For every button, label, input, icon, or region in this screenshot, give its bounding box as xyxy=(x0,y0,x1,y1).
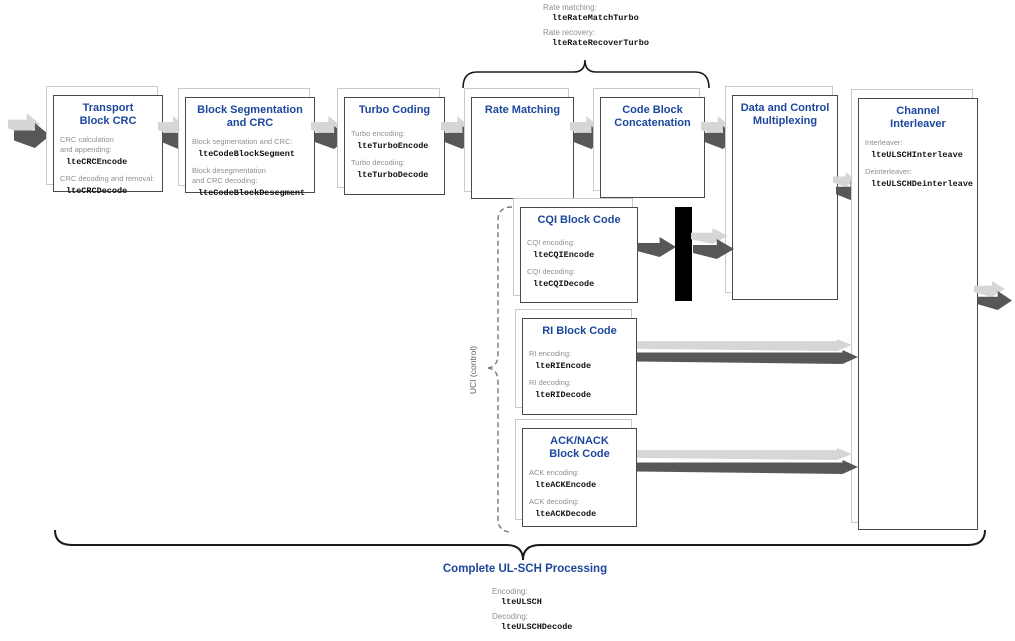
rate-recovery-label: Rate recovery: xyxy=(543,28,596,37)
box-label: CRC calculation and appending: xyxy=(60,135,114,155)
box-ri-block-code: RI Block Code RI encoding: lteRIEncode R… xyxy=(515,309,637,415)
arrow-right-dark-icon xyxy=(637,350,858,364)
rate-matching-annotation: Rate matching: lteRateMatchTurbo Rate re… xyxy=(543,3,649,53)
box-label: Block desegmentation and CRC decoding: xyxy=(192,166,266,185)
function-name: lteTurboEncode xyxy=(357,140,429,151)
function-name: lteACKDecode xyxy=(535,508,597,519)
decoding-label: Decoding: xyxy=(492,612,529,621)
function-name: lteACKEncode xyxy=(535,480,597,491)
box-title: Channel Interleaver xyxy=(890,105,946,131)
function-name: lteRIEncode xyxy=(535,360,592,371)
function-name: lteRIDecode xyxy=(535,389,592,400)
arrow-right-dark-icon xyxy=(637,460,858,474)
uci-control-label: UCI (control) xyxy=(468,345,478,395)
function-name: lteCQIEncode xyxy=(533,249,595,260)
box-transport-block-crc: Transport Block CRC CRC calculation and … xyxy=(46,86,163,196)
function-name: lteULSCHInterleave xyxy=(871,150,963,161)
ulsch-processing-brace-icon xyxy=(54,529,986,561)
rate-recovery-function: lteRateRecoverTurbo xyxy=(552,38,649,48)
input-arrow-icon xyxy=(8,113,53,149)
ulsch-functions-annotation: Encoding: lteULSCH Decoding: lteULSCHDec… xyxy=(492,587,572,637)
box-label: Turbo decoding: xyxy=(351,157,405,167)
box-cqi-block-code: CQI Block Code CQI encoding: lteCQIEncod… xyxy=(513,198,638,303)
box-ack-nack-block-code: ACK/NACK Block Code ACK encoding: lteACK… xyxy=(515,419,637,527)
box-title: Block Segmentation and CRC xyxy=(197,104,303,130)
function-name: lteCRCEncode xyxy=(66,156,128,167)
encoding-label: Encoding: xyxy=(492,587,528,596)
arrow-pair-icon xyxy=(691,228,735,260)
output-arrow-icon xyxy=(974,281,1014,311)
box-title: Transport Block CRC xyxy=(79,102,137,128)
ack-arrow-icon xyxy=(637,448,859,476)
box-rate-matching: Rate Matching xyxy=(464,88,574,199)
rate-matching-label: Rate matching: xyxy=(543,3,597,12)
box-title: Data and Control Multiplexing xyxy=(740,102,830,128)
box-title: CQI Block Code xyxy=(537,214,621,226)
box-data-control-multiplexing: Data and Control Multiplexing xyxy=(725,86,838,300)
box-label: ACK encoding: xyxy=(529,468,580,478)
box-block-segmentation-crc: Block Segmentation and CRC Block segment… xyxy=(178,88,315,198)
box-label: CQI decoding: xyxy=(527,266,575,276)
box-code-block-concatenation: Code Block Concatenation xyxy=(593,88,705,198)
arrow-right-light-icon xyxy=(637,448,852,460)
function-name: lteCodeBlockSegment xyxy=(198,149,295,160)
box-channel-interleaver: Channel Interleaver Interleaver: lteULSC… xyxy=(851,89,978,530)
box-label: RI decoding: xyxy=(529,377,572,387)
box-turbo-coding: Turbo Coding Turbo encoding: lteTurboEnc… xyxy=(337,88,445,195)
box-label: RI encoding: xyxy=(529,349,572,359)
arrow-right-dark-icon xyxy=(637,237,676,257)
box-label: CQI encoding: xyxy=(527,238,575,248)
box-title: ACK/NACK Block Code xyxy=(549,435,610,461)
function-name: lteCRCDecode xyxy=(66,185,128,196)
arrow-right-light-icon xyxy=(691,228,728,244)
box-label: Deinterleaver: xyxy=(865,167,912,177)
uci-group-brace-icon xyxy=(485,206,513,533)
complete-ulsch-title: Complete UL-SCH Processing xyxy=(442,563,608,575)
box-label: Block segmentation and CRC: xyxy=(192,137,293,147)
function-name: lteULSCHDeinterleave xyxy=(871,178,974,189)
cqi-data-merge-bar xyxy=(675,207,692,301)
box-title: Code Block Concatenation xyxy=(614,104,691,130)
arrow-right-light-icon xyxy=(637,339,852,351)
rate-matching-brace-icon xyxy=(462,59,710,89)
encoding-function: lteULSCH xyxy=(501,597,542,607)
box-label: Turbo encoding: xyxy=(351,129,405,139)
function-name: lteCodeBlockDesegment xyxy=(198,187,306,198)
function-name: lteCQIDecode xyxy=(533,278,595,289)
ri-arrow-icon xyxy=(637,339,859,367)
function-name: lteTurboDecode xyxy=(357,169,429,180)
box-label: CRC decoding and removal: xyxy=(60,173,155,183)
box-title: RI Block Code xyxy=(542,325,617,337)
box-title: Rate Matching xyxy=(484,104,561,116)
box-label: ACK decoding: xyxy=(529,497,580,507)
rate-matching-function: lteRateMatchTurbo xyxy=(552,13,639,23)
decoding-function: lteULSCHDecode xyxy=(501,622,573,632)
box-label: Interleaver: xyxy=(865,138,903,148)
box-title: Turbo Coding xyxy=(358,104,431,116)
